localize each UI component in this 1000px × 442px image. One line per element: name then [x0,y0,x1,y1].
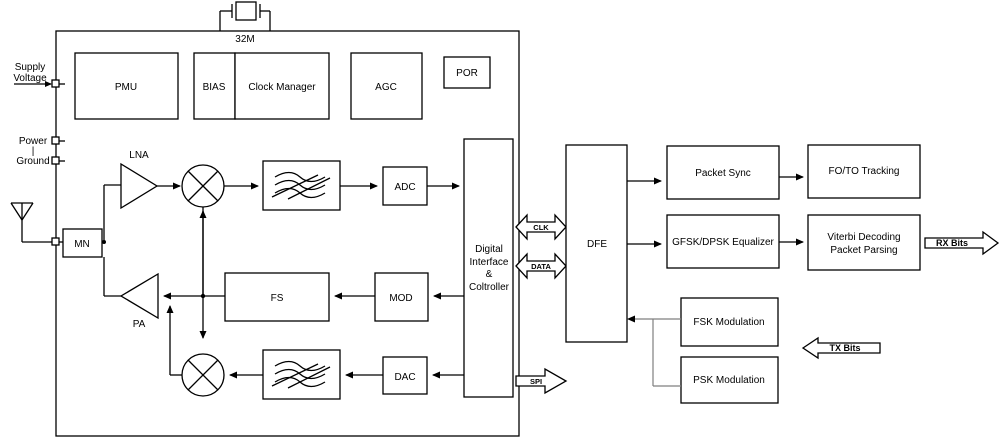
bias-label: BIAS [203,82,226,93]
mod-block [374,272,429,322]
adc-block [382,166,428,206]
dac-label: DAC [394,372,415,383]
mod-label: MOD [389,293,412,304]
fs-block [224,272,330,322]
rx-bits-arrow [924,230,1000,256]
lna-label: LNA [129,150,149,161]
digital-interface-block [463,138,514,398]
pmu-block [74,52,179,120]
supply-pin [51,79,60,88]
spi-bus-arrow [515,367,568,395]
viterbi-label-line2: Packet Parsing [830,245,897,256]
tx-filter-icon [271,360,331,389]
fo-to-tracking-label: FO/TO Tracking [829,166,900,177]
fs-label: FS [271,293,284,304]
equalizer-block [666,214,780,269]
mn-label: MN [74,239,90,250]
equalizer-label: GFSK/DPSK Equalizer [672,237,774,248]
agc-block [350,52,423,120]
rx-mixer-icon [181,164,225,208]
clock-manager-block [234,52,330,120]
psk-modulation-label: PSK Modulation [693,375,765,386]
digital-label-line1: Digital [475,244,503,255]
crystal-label: 32M [235,34,254,45]
mn-block [62,228,103,258]
rx-filter-icon [271,171,331,200]
dac-block [382,356,428,395]
adc-label: ADC [394,182,415,193]
power-label-line1: Power [19,136,48,147]
packet-sync-label: Packet Sync [695,168,751,179]
clock-manager-label: Clock Manager [248,82,316,93]
ground-pin [51,156,60,165]
digital-label-line4: Coltroller [469,282,510,293]
por-block [443,56,491,89]
fsk-modulation-label: FSK Modulation [693,317,764,328]
viterbi-block [807,214,921,271]
tx-bits-arrow [801,336,881,360]
power-pin [51,136,60,145]
supply-label-line2: Voltage [13,73,47,84]
dfe-label: DFE [587,239,607,250]
power-label-line2: | [32,146,35,157]
clk-label: CLK [533,223,549,232]
packet-sync-block [666,145,780,200]
rx-bits-label: RX Bits [936,238,968,248]
pa-label: PA [133,319,146,330]
pmu-label: PMU [115,82,137,93]
digital-label-line2: Interface [470,257,509,268]
digital-label-line3: & [486,269,493,280]
lna-amplifier-icon [120,162,159,210]
crystal-icon [219,1,271,31]
spi-label: SPI [530,377,542,386]
fsk-modulation-block [680,297,779,347]
pa-amplifier-icon [119,272,159,320]
viterbi-label-line1: Viterbi Decoding [827,232,900,243]
data-label: DATA [531,262,551,271]
tx-mixer-icon [181,353,225,397]
antenna-pin [51,237,60,246]
tx-bits-label: TX Bits [829,343,860,353]
power-label-line3: Ground [16,156,49,167]
fo-to-tracking-block [807,144,921,199]
antenna-icon [10,202,52,243]
por-label: POR [456,68,478,79]
psk-modulation-block [680,356,779,404]
dfe-block [565,144,628,343]
supply-label-line1: Supply [15,62,46,73]
agc-label: AGC [375,82,397,93]
